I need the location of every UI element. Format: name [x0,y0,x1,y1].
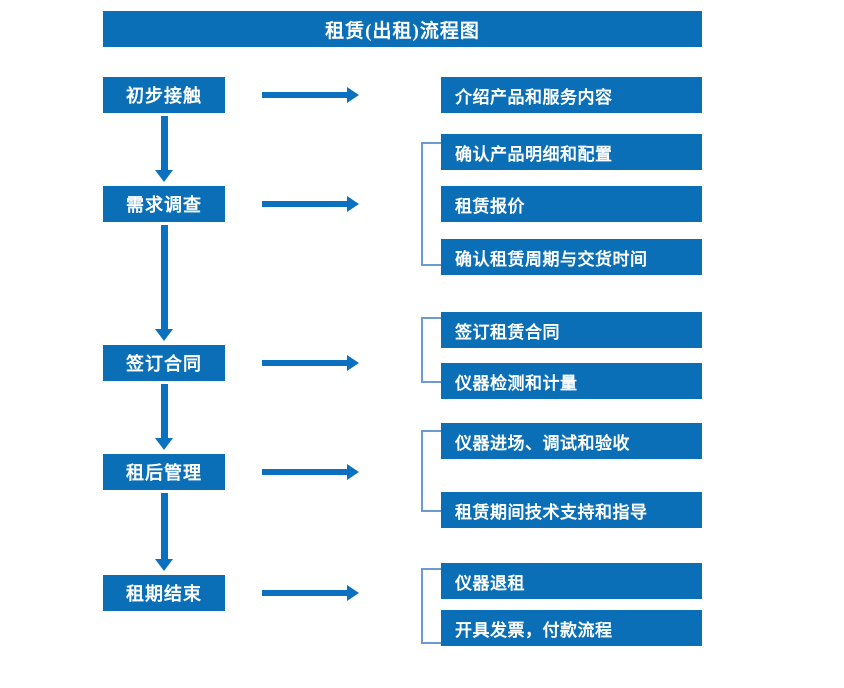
horizontal-arrow-2 [262,196,359,212]
detail-box-invoice-payment[interactable]: 开具发票，付款流程 [441,610,702,646]
detail-box-technical-support[interactable]: 租赁期间技术支持和指导 [441,492,702,528]
detail-box-confirm-product-details[interactable]: 确认产品明细和配置 [441,134,702,170]
group-bracket-rental-end [421,568,441,644]
vertical-arrow-2 [155,225,173,341]
detail-box-confirm-rental-period[interactable]: 确认租赁周期与交货时间 [441,239,702,275]
detail-box-introduce-products[interactable]: 介绍产品和服务内容 [441,77,702,113]
detail-box-instrument-inspection[interactable]: 仪器检测和计量 [441,363,702,399]
vertical-arrow-4 [155,493,173,571]
stage-box-rental-end[interactable]: 租期结束 [103,575,225,611]
group-bracket-post-rental-management [421,430,441,512]
vertical-arrow-3 [155,384,173,450]
horizontal-arrow-4 [262,464,359,480]
group-bracket-sign-contract [421,317,441,383]
stage-box-post-rental-management[interactable]: 租后管理 [103,454,225,490]
stage-box-requirement-survey[interactable]: 需求调查 [103,186,225,222]
vertical-arrow-1 [155,116,173,182]
horizontal-arrow-5 [262,585,359,601]
detail-box-sign-rental-contract[interactable]: 签订租赁合同 [441,312,702,348]
group-bracket-requirement-survey [421,142,441,266]
detail-box-instrument-return[interactable]: 仪器退租 [441,563,702,599]
horizontal-arrow-1 [262,87,359,103]
diagram-title: 租赁(出租)流程图 [103,11,702,47]
stage-box-initial-contact[interactable]: 初步接触 [103,77,225,113]
stage-box-sign-contract[interactable]: 签订合同 [103,345,225,381]
horizontal-arrow-3 [262,355,359,371]
detail-box-instrument-delivery[interactable]: 仪器进场、调试和验收 [441,423,702,459]
detail-box-rental-quotation[interactable]: 租赁报价 [441,186,702,222]
